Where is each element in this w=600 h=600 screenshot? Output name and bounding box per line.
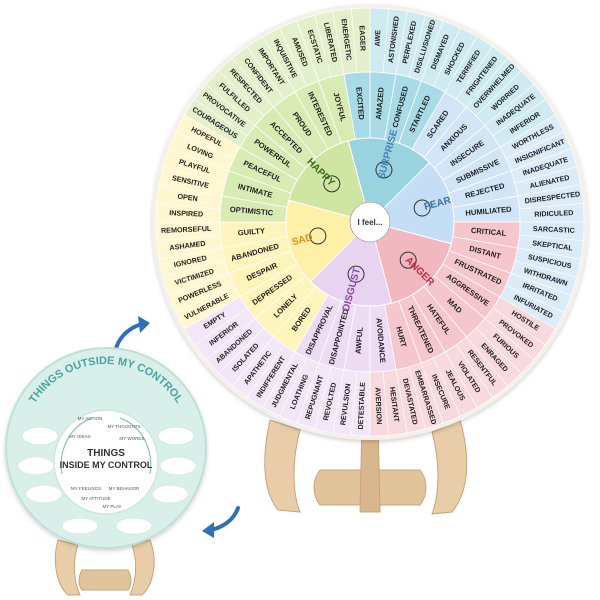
inside-control-item: MY IDEAS	[69, 434, 90, 439]
wooden-stand-small	[54, 539, 155, 596]
middle-feeling-word: CRITICAL	[471, 226, 507, 238]
outer-feeling-word: EAGER	[358, 25, 368, 52]
middle-feeling-word: OPTIMISTIC	[229, 205, 274, 218]
emotion-face-icon	[375, 161, 393, 179]
emotion-face-icon	[347, 265, 365, 283]
center-label: I feel...	[358, 218, 383, 227]
emotion-face-icon	[323, 175, 341, 193]
wheel-center	[349, 201, 391, 243]
inside-control-item: MY PLAY	[102, 504, 121, 509]
control-board: THINGS OUTSIDE MY CONTROL THINGS INSIDE …	[5, 347, 207, 549]
inside-control-item: MY BEHAVIOR	[109, 486, 141, 491]
core-emotion-label: SAD	[291, 232, 314, 248]
middle-feeling-word: HUMILIATED	[465, 205, 512, 218]
wooden-stand-large	[264, 419, 468, 515]
inside-control-item: MY FEELINGS	[71, 486, 101, 491]
middle-feeling-word: AMAZED	[374, 86, 386, 120]
middle-feeling-word: AVOIDANCE	[374, 318, 387, 364]
outer-feeling-word: REMORSEFUL	[161, 224, 212, 235]
middle-feeling-word: GUILTY	[237, 226, 265, 237]
arrow-up-icon	[113, 316, 150, 354]
outer-feeling-word: OPEN	[177, 192, 198, 204]
cloud-cards	[17, 426, 197, 535]
outer-feeling-word: AWE	[373, 30, 383, 47]
inside-control-title-line2: INSIDE MY CONTROL	[60, 460, 153, 470]
inside-control-circle	[53, 409, 159, 515]
emotion-face-icon	[399, 251, 417, 269]
inside-control-title-line1: THINGS	[87, 448, 125, 459]
outer-feeling-word: INSPIRED	[169, 208, 203, 218]
inside-control-item: MY ACTION	[78, 416, 103, 421]
outer-feeling-word: AVERSION	[373, 387, 384, 424]
inside-control-items: MY ACTION MY THOUGHTS MY IDEAS MY WORDS MY F…	[69, 416, 144, 509]
inside-control-item: MY ATTITUDE	[81, 496, 110, 501]
outer-feeling-word: DETESTABLE	[356, 382, 367, 430]
outer-feeling-word: RIDICULED	[534, 208, 573, 219]
middle-feeling-word: AWFUL	[353, 326, 364, 354]
laurel-decoration	[60, 417, 152, 475]
arrow-down-icon	[202, 506, 240, 538]
inside-control-item: MY THOUGHTS	[107, 424, 140, 429]
middle-feeling-word: EXCITED	[354, 87, 366, 121]
emotion-face-icon	[413, 199, 431, 217]
outer-feeling-word: SARCASTIC	[533, 224, 575, 235]
emotion-face-icon	[309, 227, 327, 245]
inside-control-item: MY WORDS	[119, 436, 144, 441]
